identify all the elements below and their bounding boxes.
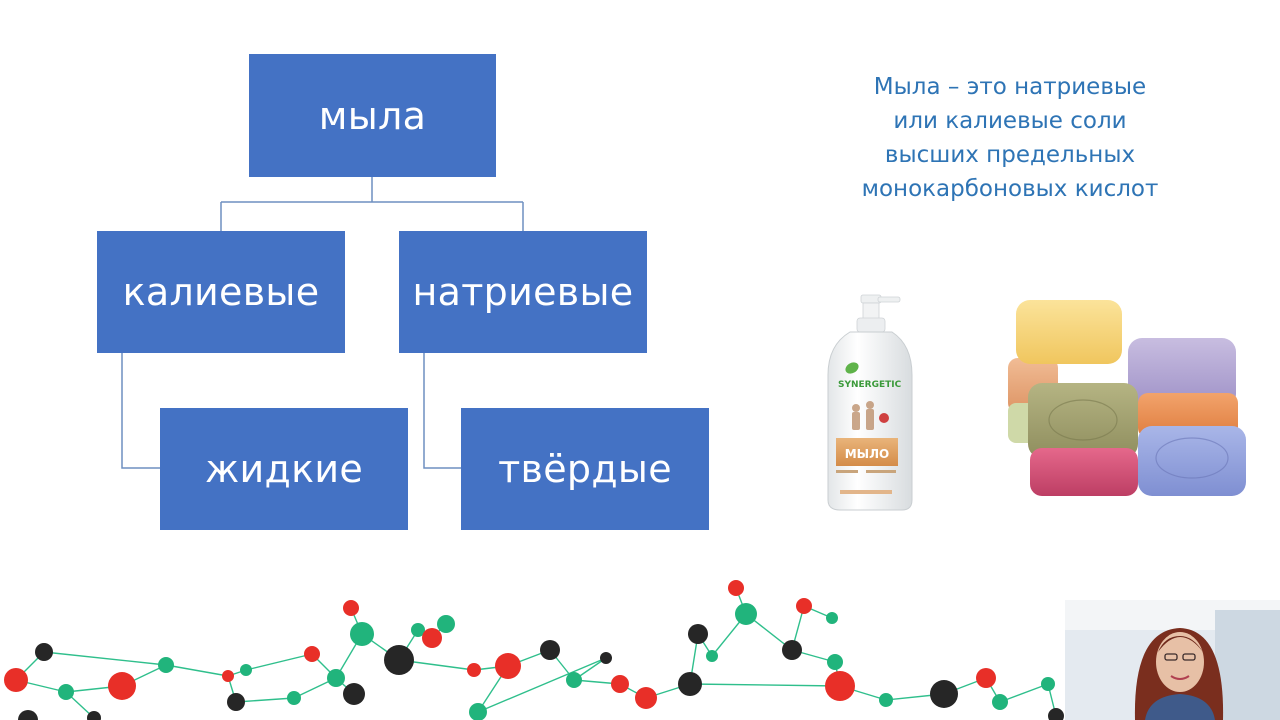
box-solid: твёрдые <box>461 408 709 530</box>
molecule-atom <box>879 693 893 707</box>
molecule-atom <box>222 670 234 682</box>
molecule-atom <box>826 612 838 624</box>
bar-soaps-image <box>1008 300 1246 496</box>
molecule-atom <box>467 663 481 677</box>
box-soaps-label: мыла <box>318 93 427 138</box>
molecule-atom <box>411 623 425 637</box>
molecule-atom <box>158 657 174 673</box>
molecule-atom <box>87 711 101 720</box>
molecule-atom <box>827 654 843 670</box>
molecule-atom <box>240 664 252 676</box>
molecule-atom <box>35 643 53 661</box>
box-liquid: жидкие <box>160 408 408 530</box>
molecule-atom <box>782 640 802 660</box>
molecule-bond <box>477 657 607 713</box>
molecule-atom <box>343 683 365 705</box>
molecule-atom <box>469 703 487 720</box>
molecule-atom <box>108 672 136 700</box>
molecule-atom <box>930 680 958 708</box>
definition-line-2: или калиевые соли <box>893 108 1127 134</box>
molecule-atom <box>18 710 38 720</box>
box-potassium-label: калиевые <box>122 270 320 314</box>
molecule-bond <box>689 683 841 687</box>
molecule-atom <box>287 691 301 705</box>
molecule-atom <box>227 693 245 711</box>
box-liquid-label: жидкие <box>204 447 364 491</box>
molecule-atom <box>728 580 744 596</box>
molecule-atom <box>611 675 629 693</box>
definition-line-3: высших предельных <box>884 142 1136 168</box>
molecule-bond <box>165 664 229 677</box>
molecule-atom <box>495 653 521 679</box>
molecule-atom <box>688 624 708 644</box>
box-soaps: мыла <box>249 54 496 177</box>
molecule-atom <box>635 687 657 709</box>
box-solid-label: твёрдые <box>498 447 672 491</box>
molecule-atom <box>350 622 374 646</box>
box-potassium: калиевые <box>97 231 345 353</box>
box-sodium: натриевые <box>399 231 647 353</box>
molecule-atom <box>678 672 702 696</box>
molecule-atom <box>58 684 74 700</box>
molecule-atom <box>437 615 455 633</box>
box-sodium-label: натриевые <box>412 270 634 314</box>
molecule-bond <box>43 651 167 666</box>
molecule-atom <box>735 603 757 625</box>
definition-line-4: монокарбоновых кислот <box>861 176 1159 202</box>
definition-text: Мыла – это натриевые или калиевые соли в… <box>820 70 1200 206</box>
molecule-atom <box>384 645 414 675</box>
molecule-atom <box>976 668 996 688</box>
molecule-bond <box>999 683 1049 703</box>
molecule-atom <box>825 671 855 701</box>
molecule-atom <box>304 646 320 662</box>
molecule-atom <box>566 672 582 688</box>
molecule-atom <box>422 628 442 648</box>
liquid-soap-bottle-image: SYNERGETIC МЫЛО <box>827 294 913 511</box>
bottle-brand: SYNERGETIC <box>838 380 902 390</box>
molecule-atom <box>706 650 718 662</box>
bottle-product: МЫЛО <box>845 447 890 461</box>
molecule-atom <box>343 600 359 616</box>
molecule-atom <box>1041 677 1055 691</box>
molecule-network-icon <box>4 580 1064 720</box>
molecule-atom <box>1048 708 1064 720</box>
molecule-bond <box>235 697 295 703</box>
molecule-atom <box>992 694 1008 710</box>
molecule-atom <box>796 598 812 614</box>
molecule-atom <box>600 652 612 664</box>
molecule-atom <box>540 640 560 660</box>
molecule-atom <box>4 668 28 692</box>
molecule-atom <box>327 669 345 687</box>
molecule-bond <box>245 653 313 671</box>
definition-line-1: Мыла – это натриевые <box>873 74 1147 100</box>
presenter-webcam <box>1065 600 1280 720</box>
